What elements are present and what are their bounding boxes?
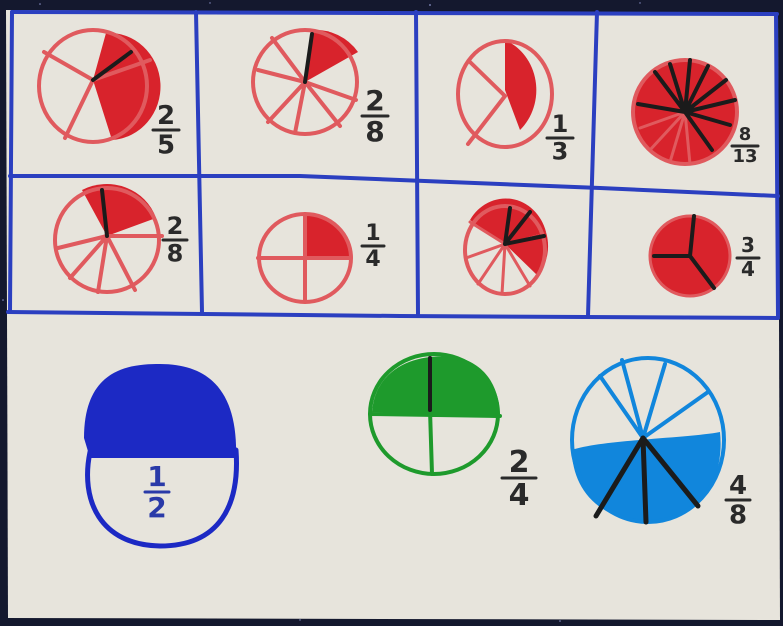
grid-line-right [776, 14, 778, 316]
fraction-label-1-2: 12 [145, 460, 169, 524]
fraction-numerator: 1 [365, 221, 380, 246]
fraction-label-4-8: 48 [726, 471, 750, 530]
fraction-numerator: 1 [552, 110, 569, 138]
fraction-denominator: 8 [167, 240, 184, 268]
fraction-denominator: 8 [365, 115, 384, 148]
fraction-denominator: 3 [552, 138, 569, 166]
circle-one-fourth [258, 214, 351, 302]
fraction-numerator: 3 [741, 233, 755, 257]
fraction-denominator: 13 [732, 146, 757, 167]
fraction-numerator: 2 [365, 84, 384, 117]
grid-line-top [12, 12, 777, 14]
fraction-numerator: 2 [509, 445, 530, 480]
fraction-numerator: 2 [167, 212, 184, 240]
fraction-denominator: 8 [729, 500, 747, 530]
circle-eight-thirteenths [633, 60, 737, 164]
circle-three-fourths [650, 216, 730, 296]
fraction-denominator: 4 [365, 247, 380, 272]
fraction-numerator: 2 [157, 101, 175, 131]
fraction-numerator: 1 [147, 460, 166, 493]
grid-line-v2 [416, 12, 418, 314]
fraction-denominator: 2 [147, 491, 166, 524]
fraction-denominator: 4 [509, 478, 530, 513]
fraction-numerator: 4 [729, 471, 747, 501]
fraction-label-2-8-top: 28 [362, 84, 388, 148]
fraction-denominator: 5 [157, 130, 175, 160]
fraction-numerator: 8 [739, 124, 752, 145]
grid-line-left [10, 12, 12, 312]
fraction-denominator: 4 [741, 257, 755, 281]
